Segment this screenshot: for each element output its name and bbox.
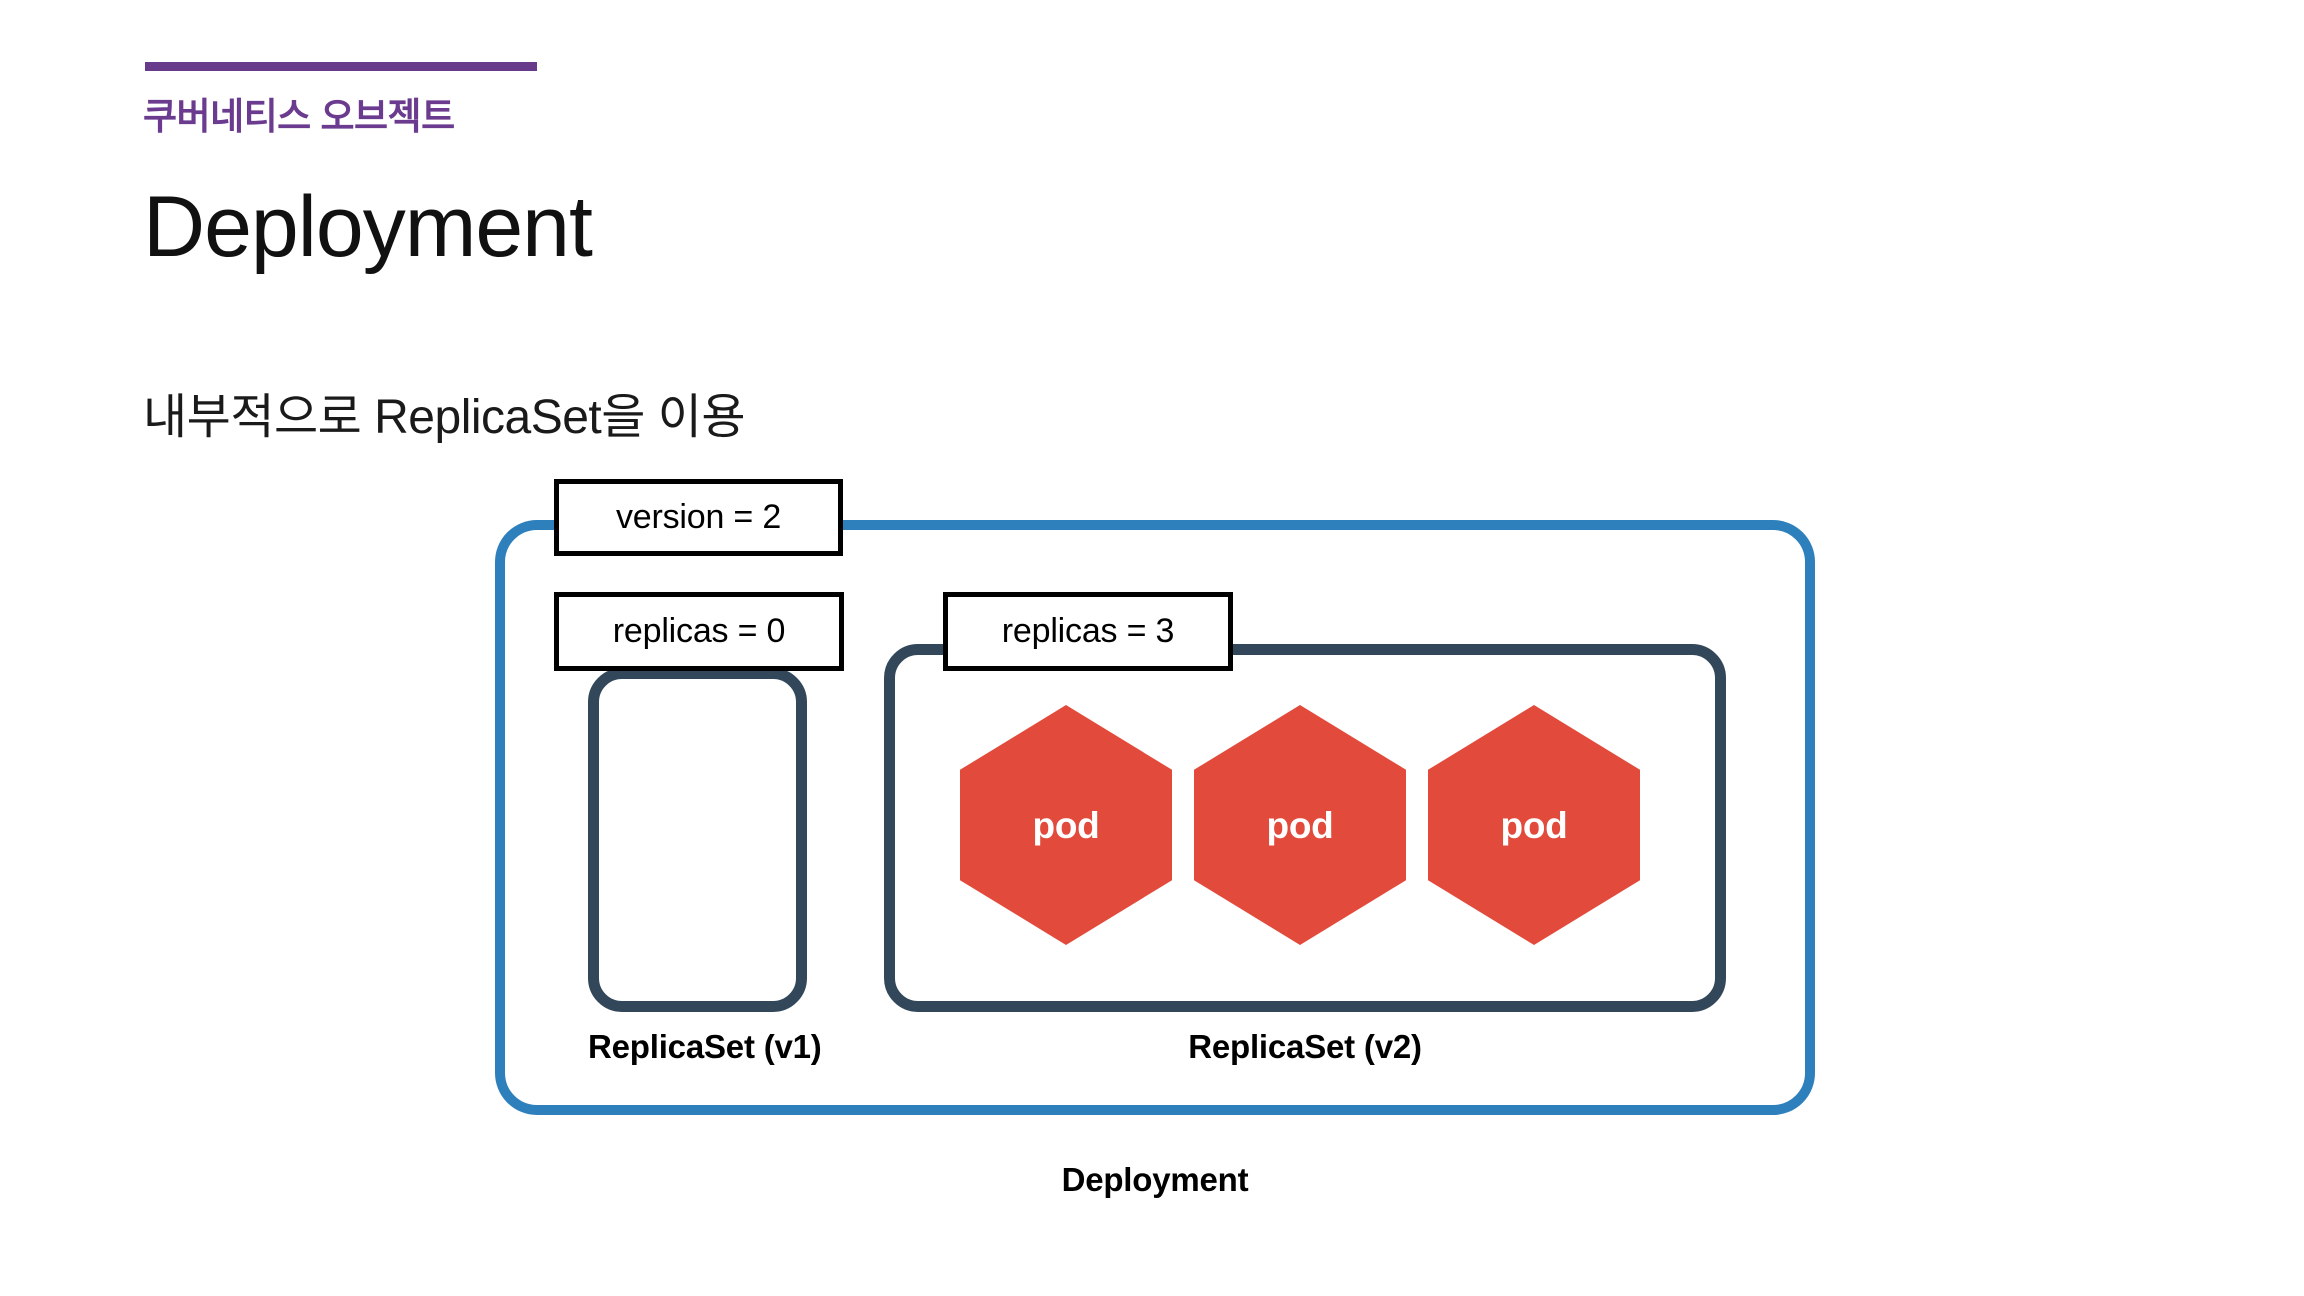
callout-version: version = 2 <box>554 479 843 556</box>
pod-hexagon: pod <box>960 705 1172 945</box>
page-title: Deployment <box>143 179 593 275</box>
replicaset-v2-container <box>884 644 1726 1012</box>
pod-label: pod <box>1266 804 1334 846</box>
pod-label: pod <box>1032 804 1100 846</box>
pod-hexagon: pod <box>1428 705 1640 945</box>
replicaset-v2-caption: ReplicaSet (v2) <box>1188 1028 1422 1065</box>
deployment-container <box>495 520 1815 1115</box>
page-subtitle: 내부적으로 ReplicaSet을 이용 <box>143 391 746 444</box>
deployment-caption: Deployment <box>1061 1161 1249 1198</box>
pod-label: pod <box>1500 804 1568 846</box>
pod-group: pod pod pod <box>960 705 1640 945</box>
callout-replicas-v1: replicas = 0 <box>554 592 844 671</box>
pod-hexagon: pod <box>1194 705 1406 945</box>
header-rule <box>145 62 537 71</box>
replicaset-v1-caption: ReplicaSet (v1) <box>588 1028 822 1065</box>
replicaset-v1-container <box>588 668 807 1012</box>
header-kicker: 쿠버네티스 오브젝트 <box>143 96 455 137</box>
callout-replicas-v2: replicas = 3 <box>943 592 1233 671</box>
